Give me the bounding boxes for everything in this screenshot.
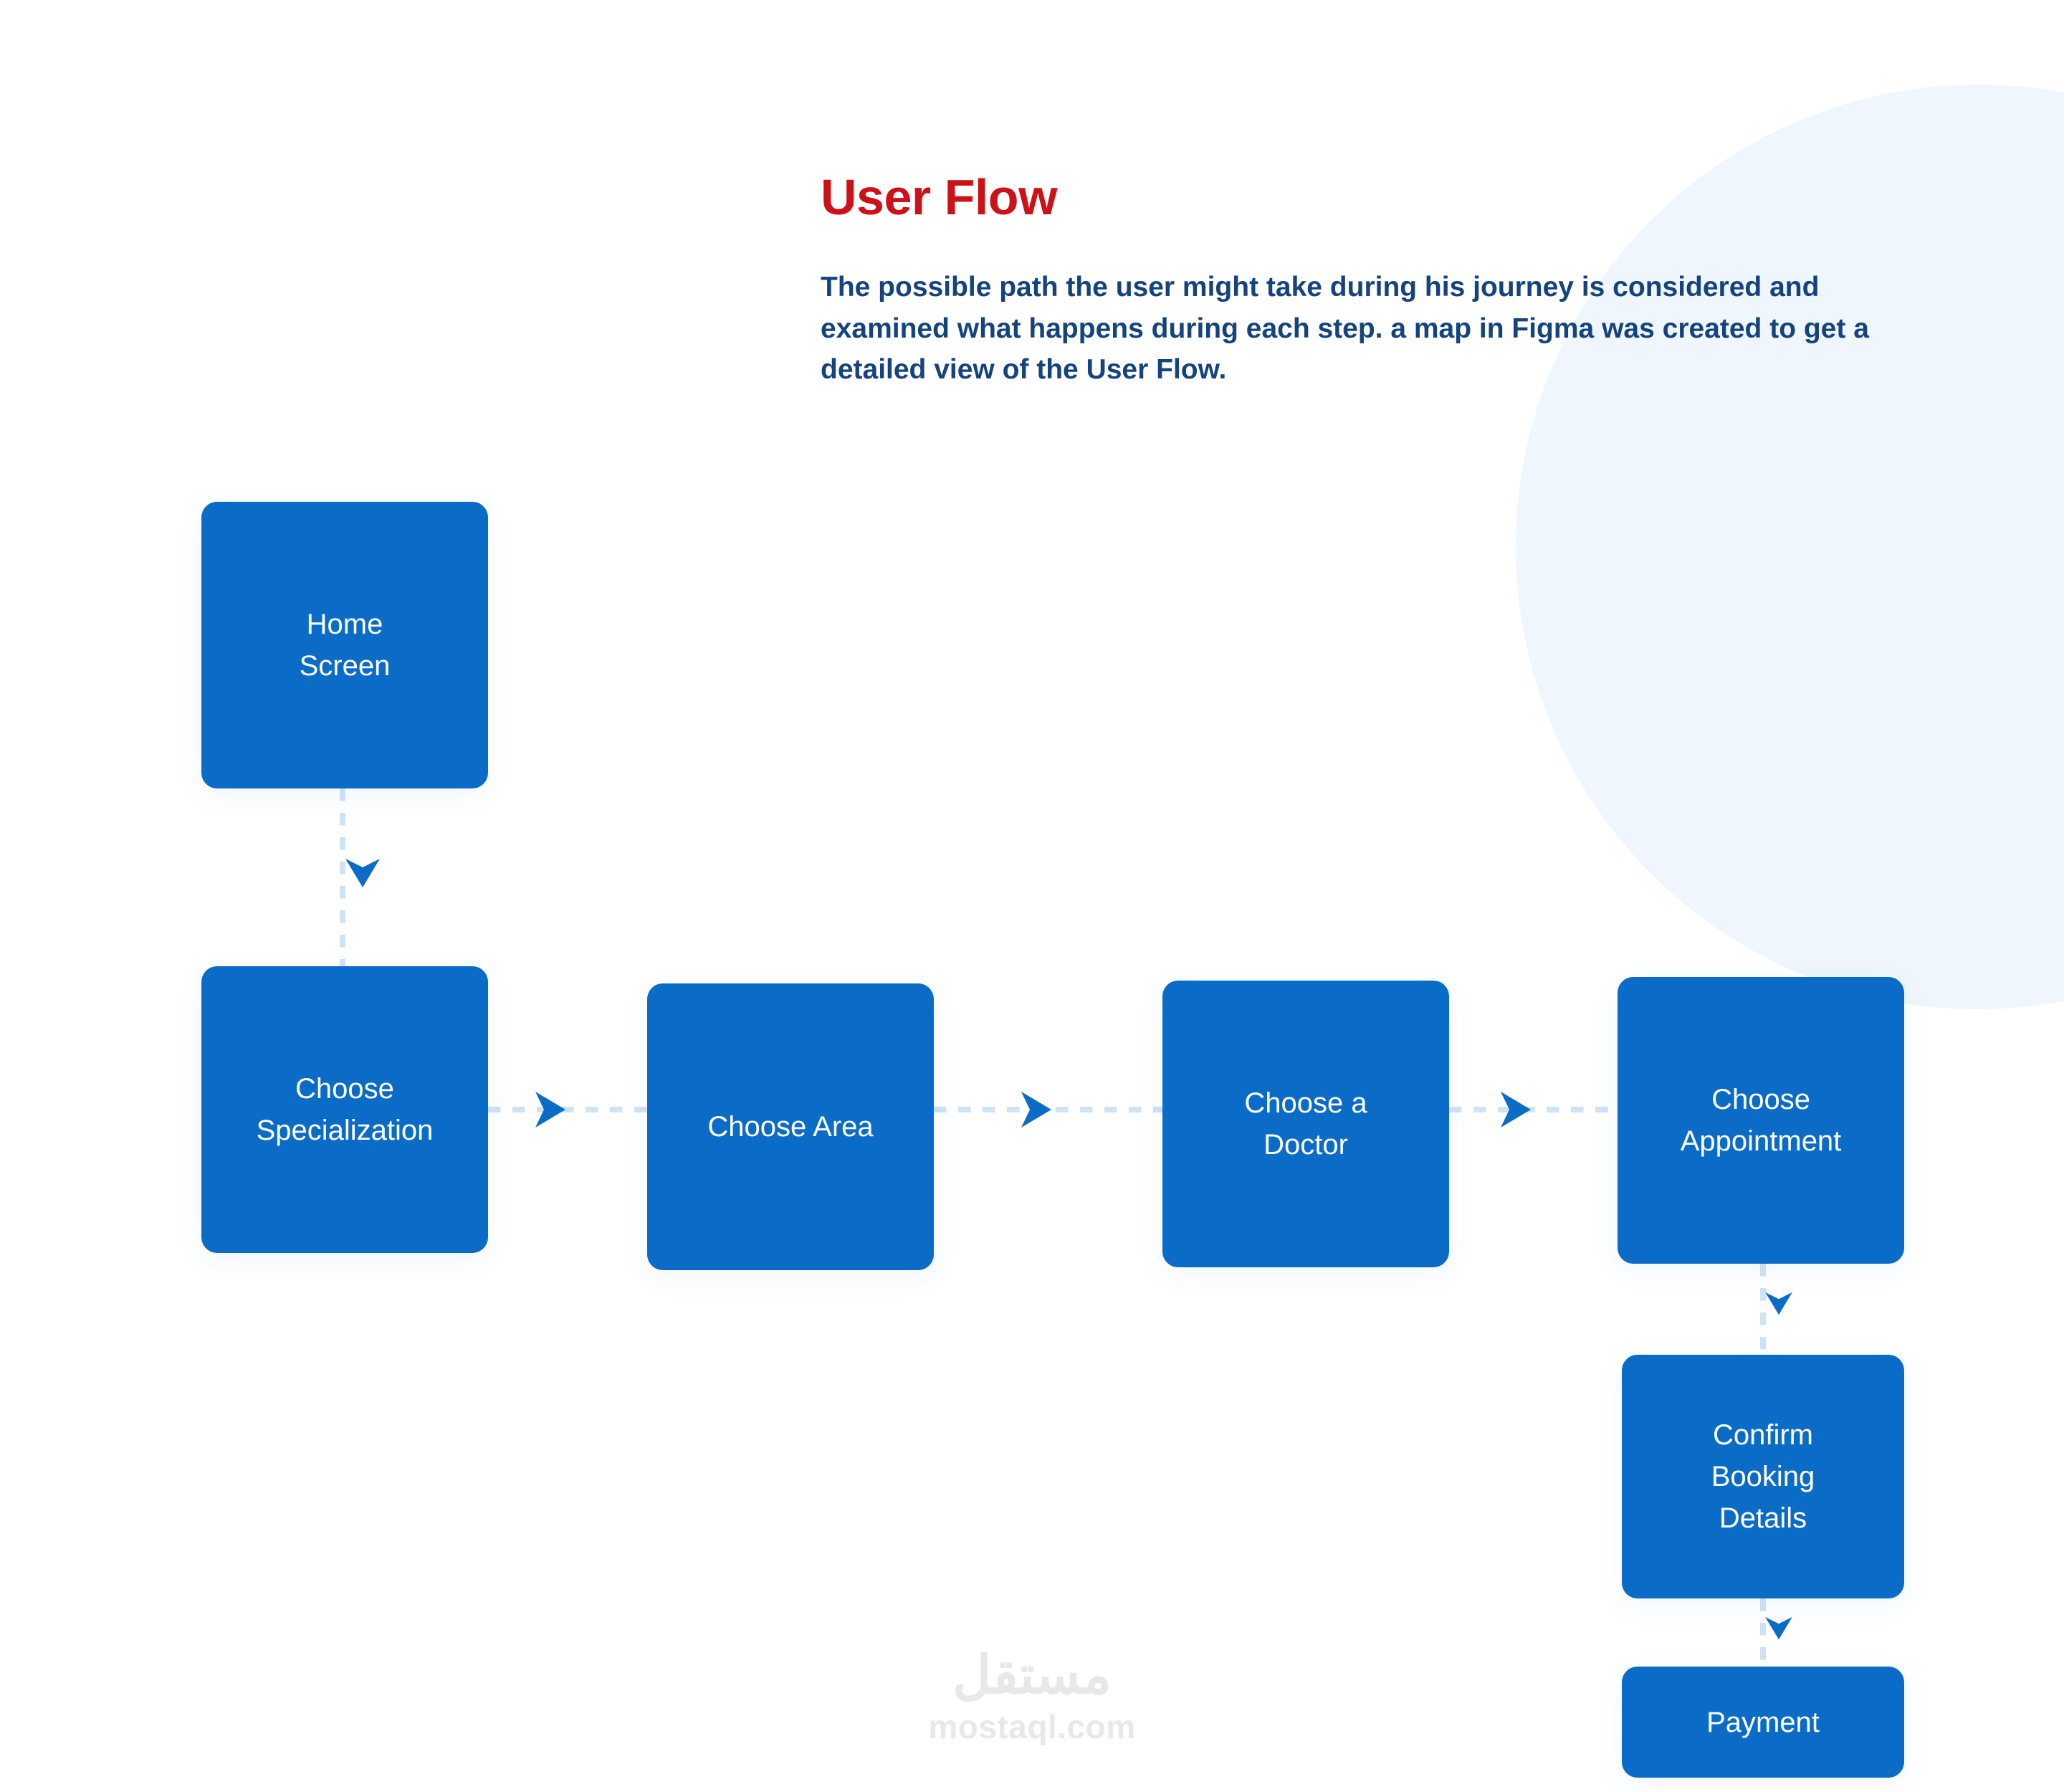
connector-dash-line <box>1449 1107 1618 1112</box>
watermark-domain-text: mostaql.com <box>928 1708 1136 1745</box>
page-description: The possible path the user might take du… <box>821 272 1869 386</box>
flow-node-payment[interactable]: Payment <box>1622 1667 1904 1778</box>
flow-node-choose-appointment[interactable]: Choose Appointment <box>1618 977 1904 1264</box>
connector-appointment-to-confirm <box>1760 1264 1792 1355</box>
connector-dash-line <box>340 788 345 966</box>
connector-home-to-specialization <box>340 788 380 966</box>
page-title: User Flow <box>821 169 1058 225</box>
header-block: User Flow The possible path the user mig… <box>821 172 1939 391</box>
arrow-right-icon <box>1494 1089 1535 1130</box>
connector-dash-line <box>1760 1598 1766 1667</box>
flow-node-choose-area[interactable]: Choose Area <box>647 983 934 1270</box>
connector-dash-line <box>1760 1264 1766 1355</box>
connector-dash-line <box>488 1107 647 1112</box>
flow-node-choose-doctor[interactable]: Choose a Doctor <box>1162 981 1449 1267</box>
watermark-arabic-logo: مستقل <box>952 1645 1112 1705</box>
arrow-right-icon <box>1014 1089 1056 1130</box>
connector-doctor-to-appointment <box>1449 1092 1618 1128</box>
connector-confirm-to-payment <box>1760 1598 1792 1667</box>
connector-area-to-doctor <box>934 1092 1162 1128</box>
flow-node-choose-specialization[interactable]: Choose Specialization <box>201 966 488 1253</box>
arrow-right-icon <box>528 1089 570 1130</box>
watermark: مستقل mostaql.com <box>882 1649 1182 1746</box>
flow-node-home-screen[interactable]: Home Screen <box>201 502 488 788</box>
connector-specialization-to-area <box>488 1092 647 1128</box>
flow-node-confirm-booking-details[interactable]: Confirm Booking Details <box>1622 1355 1904 1598</box>
